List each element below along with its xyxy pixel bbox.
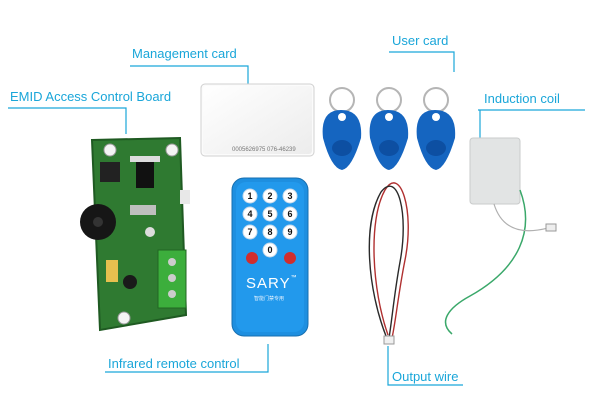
remote-red-button-left[interactable]	[246, 252, 258, 264]
callout-line-emid-board	[8, 107, 127, 134]
remote-key-6[interactable]	[282, 206, 298, 222]
remote-key-label: 9	[287, 227, 292, 237]
remote-key-label: 6	[287, 209, 292, 219]
card-number: 0005626975 076-46239	[232, 147, 296, 153]
callout-line-management-card	[130, 65, 249, 90]
remote-key-label: 4	[247, 209, 252, 219]
remote-key-label: 7	[247, 227, 252, 237]
remote-key-0[interactable]	[262, 242, 278, 258]
remote-key-label: 0	[267, 245, 272, 255]
label-remote: Infrared remote control	[108, 356, 240, 371]
key-fob	[369, 87, 409, 170]
key-fob	[322, 87, 362, 170]
remote-red-button-right[interactable]	[284, 252, 296, 264]
output-wire	[368, 182, 409, 345]
management-card	[200, 83, 315, 157]
label-emid-board: EMID Access Control Board	[10, 89, 172, 104]
callout-line-remote	[105, 344, 269, 373]
callout-line-output-wire	[387, 346, 463, 386]
remote-key-3[interactable]	[282, 188, 298, 204]
induction-coil	[444, 137, 557, 335]
user-card-fobs	[322, 87, 456, 170]
key-fob	[416, 87, 456, 170]
infrared-remote-control: 1 2 3 4 5 6 7 8 9 0	[231, 177, 309, 337]
remote-subtitle: 智能门禁专用	[254, 296, 285, 302]
remote-key-5[interactable]	[262, 206, 278, 222]
remote-key-label: 2	[267, 191, 272, 201]
remote-key-9[interactable]	[282, 224, 298, 240]
remote-key-8[interactable]	[262, 224, 278, 240]
remote-key-label: 1	[247, 191, 252, 201]
callout-line-user-card	[389, 51, 455, 72]
remote-brand: SARY™	[246, 275, 298, 292]
emid-access-control-board	[80, 136, 190, 332]
remote-key-label: 5	[267, 209, 272, 219]
label-output-wire: Output wire	[392, 369, 459, 384]
remote-keypad: 1 2 3 4 5 6 7 8 9 0	[242, 188, 298, 258]
label-management-card: Management card	[132, 46, 237, 61]
trademark-mark: ™	[290, 275, 298, 281]
label-user-card: User card	[392, 33, 449, 48]
remote-key-label: 8	[267, 227, 272, 237]
remote-key-4[interactable]	[242, 206, 258, 222]
remote-key-label: 3	[287, 191, 292, 201]
callout-lines	[8, 51, 585, 386]
label-induction-coil: Induction coil	[484, 91, 560, 106]
remote-key-2[interactable]	[262, 188, 278, 204]
remote-key-1[interactable]	[242, 188, 258, 204]
remote-key-7[interactable]	[242, 224, 258, 240]
